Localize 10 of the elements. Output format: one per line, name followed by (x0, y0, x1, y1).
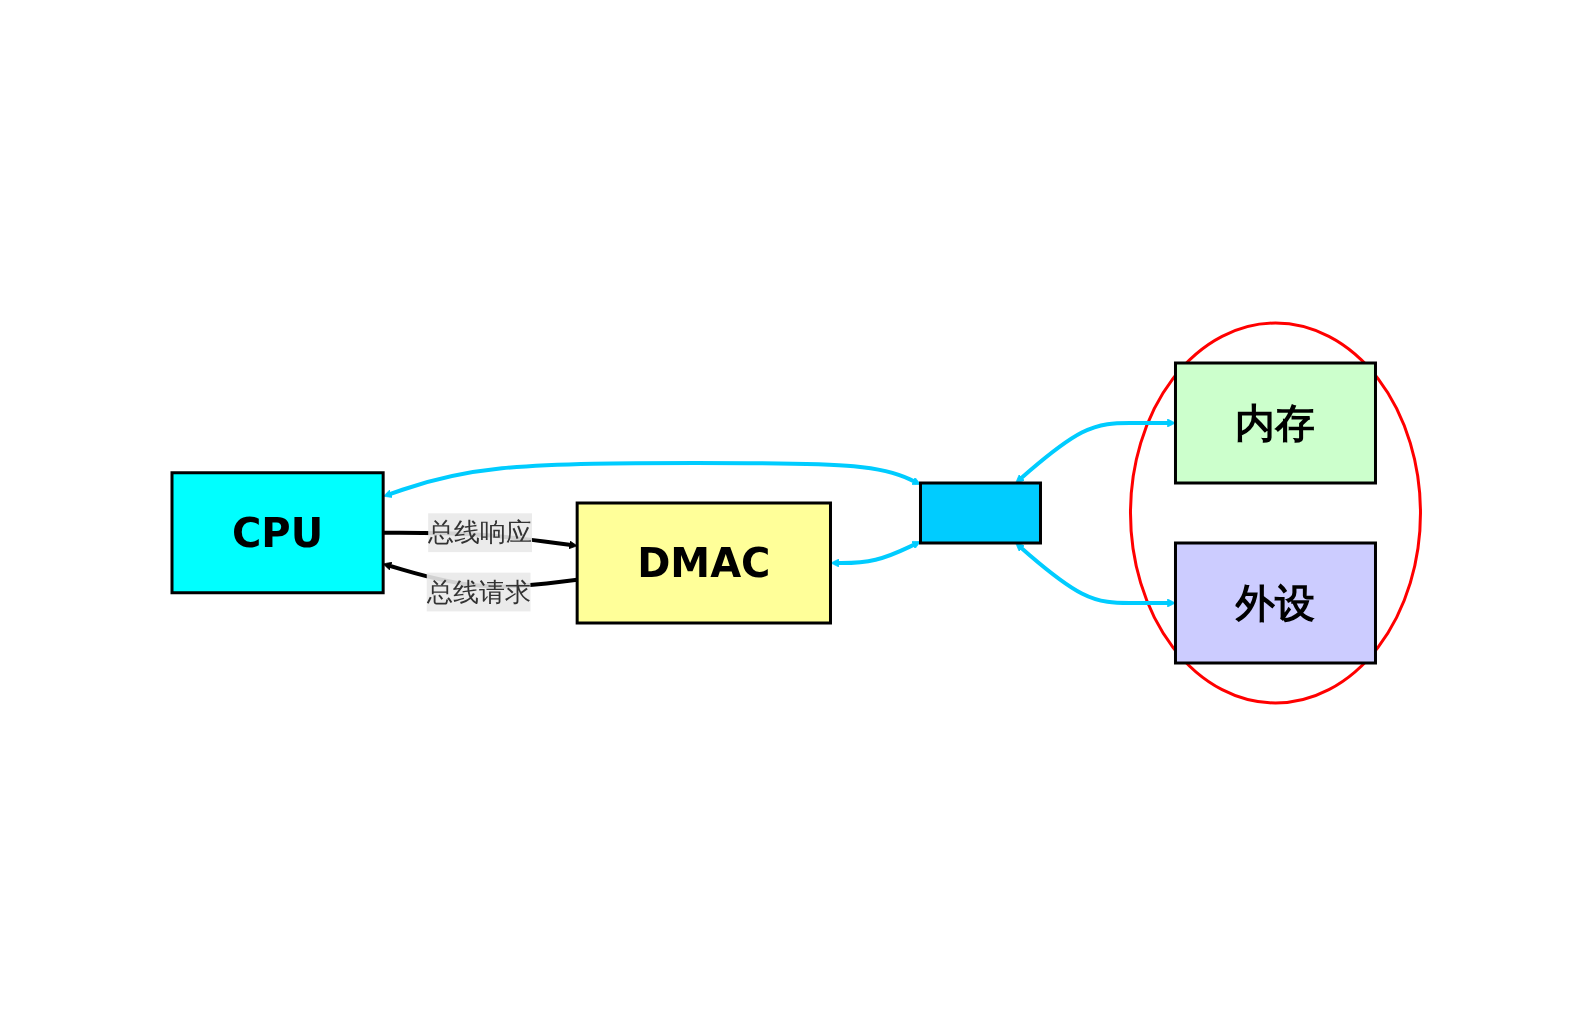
node-box: CPU (170, 471, 385, 595)
arrow (830, 541, 921, 568)
node-bar (918, 481, 1042, 545)
arrow (1015, 418, 1176, 484)
arrow (382, 461, 921, 498)
node-box: 内存 (1173, 361, 1377, 485)
edge-label: 总线请求 (426, 576, 531, 607)
cluster (1128, 321, 1422, 705)
node-box: DMAC (575, 501, 832, 625)
edge-label: 总线响应 (427, 517, 532, 548)
